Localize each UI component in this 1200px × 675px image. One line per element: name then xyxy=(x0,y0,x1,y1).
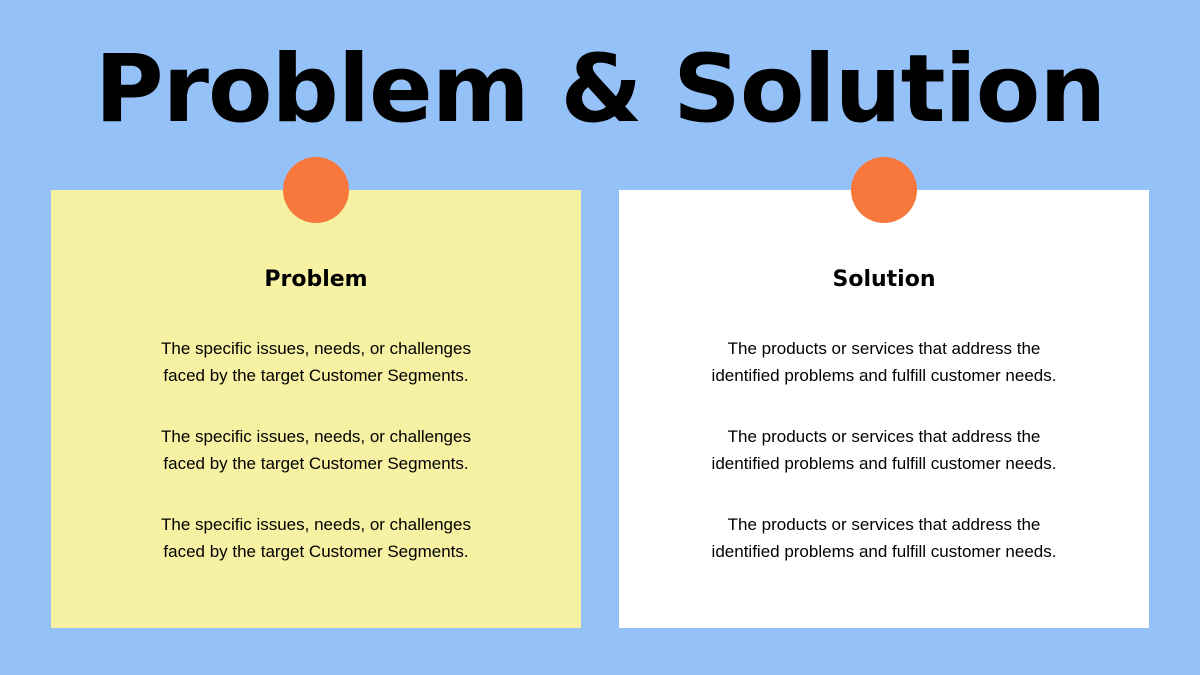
problem-paragraph-line: faced by the target Customer Segments. xyxy=(163,366,469,385)
problem-paragraph-list: The specific issues, needs, or challenge… xyxy=(51,335,581,599)
problem-paragraph: The specific issues, needs, or challenge… xyxy=(51,335,581,389)
problem-paragraph-line: faced by the target Customer Segments. xyxy=(163,454,469,473)
solution-paragraph: The products or services that address th… xyxy=(619,423,1149,477)
solution-card: Solution The products or services that a… xyxy=(619,157,1149,628)
pin-icon xyxy=(851,157,917,223)
solution-heading: Solution xyxy=(832,267,936,292)
solution-paragraph-line: identified problems and fulfill customer… xyxy=(711,366,1057,385)
problem-paragraph: The specific issues, needs, or challenge… xyxy=(51,423,581,477)
solution-paragraph-list: The products or services that address th… xyxy=(619,335,1149,599)
problem-paragraph: The specific issues, needs, or challenge… xyxy=(51,511,581,565)
solution-paragraph: The products or services that address th… xyxy=(619,335,1149,389)
problem-paragraph-line: The specific issues, needs, or challenge… xyxy=(161,339,471,358)
solution-paragraph-line: identified problems and fulfill customer… xyxy=(711,542,1057,561)
problem-paragraph-line: The specific issues, needs, or challenge… xyxy=(161,427,471,446)
problem-paragraph-line: The specific issues, needs, or challenge… xyxy=(161,515,471,534)
solution-paragraph-line: identified problems and fulfill customer… xyxy=(711,454,1057,473)
problem-paragraph-line: faced by the target Customer Segments. xyxy=(163,542,469,561)
solution-paragraph-line: The products or services that address th… xyxy=(727,515,1041,534)
slide-title: Problem & Solution xyxy=(94,35,1107,144)
solution-paragraph-line: The products or services that address th… xyxy=(727,339,1041,358)
problem-heading: Problem xyxy=(264,267,368,292)
pin-icon xyxy=(283,157,349,223)
solution-paragraph: The products or services that address th… xyxy=(619,511,1149,565)
problem-card: Problem The specific issues, needs, or c… xyxy=(51,157,581,628)
solution-paragraph-line: The products or services that address th… xyxy=(727,427,1041,446)
